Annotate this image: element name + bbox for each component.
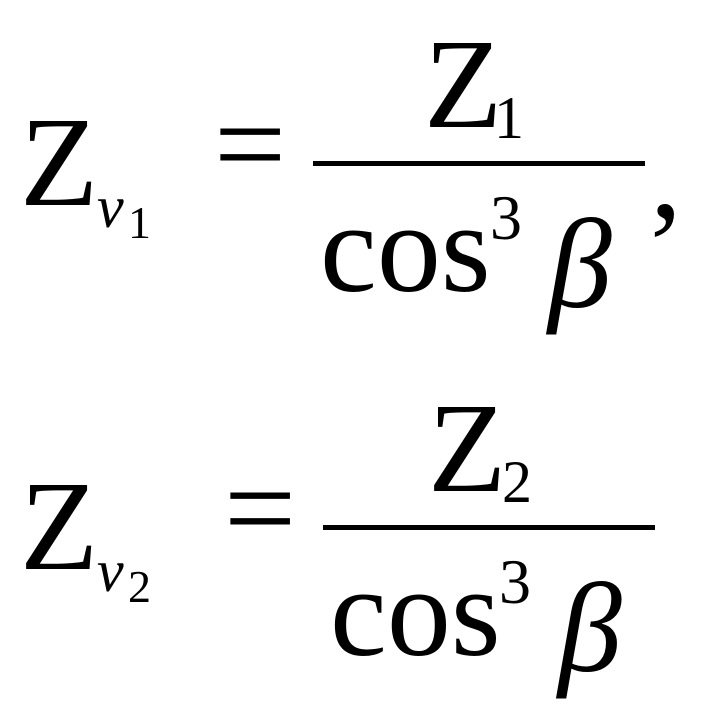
denominator-variable: β — [558, 557, 622, 699]
fraction-bar — [323, 525, 655, 530]
numerator-index: 2 — [502, 449, 532, 515]
numerator-index: 1 — [494, 85, 524, 151]
denominator-power: 3 — [490, 182, 522, 253]
lhs-subscript-index: 2 — [128, 561, 151, 612]
lhs-subscript-variable: v — [97, 174, 124, 240]
numerator-symbol: Z — [424, 13, 503, 155]
lhs-subscript-variable: v — [97, 538, 124, 604]
lhs-symbol: Z — [20, 91, 99, 233]
denominator-function: cos — [330, 541, 501, 683]
fraction-bar — [313, 161, 645, 166]
trailing-comma: , — [650, 103, 682, 245]
denominator-function: cos — [320, 177, 491, 319]
numerator-symbol: Z — [428, 377, 507, 519]
lhs-subscript-index: 1 — [128, 197, 151, 248]
denominator-variable: β — [548, 193, 612, 335]
denominator-power: 3 — [499, 546, 531, 617]
equals-sign: = — [224, 437, 297, 579]
formula-2: Z v 2 = Z 2 cos 3 β — [0, 364, 707, 704]
lhs-symbol: Z — [20, 455, 99, 597]
formula-1: Z v 1 = Z 1 cos 3 β , — [0, 0, 707, 340]
equals-sign: = — [214, 73, 287, 215]
